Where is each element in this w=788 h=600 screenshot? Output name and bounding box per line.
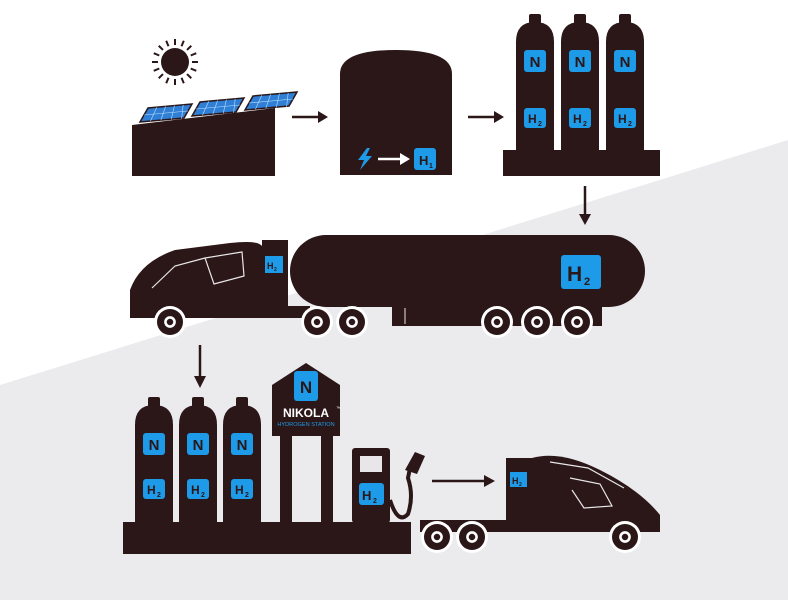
- nikola-logo-badge: [187, 433, 209, 455]
- fuel-dispenser-icon: H 2: [352, 448, 425, 523]
- arrow-icon: [292, 111, 328, 123]
- h-letter: H: [618, 112, 627, 126]
- h-subscript: 2: [373, 498, 377, 505]
- h2-badge: [143, 479, 165, 499]
- sun-ray: [158, 45, 164, 51]
- h-subscript: 2: [157, 492, 161, 499]
- sun-ray: [186, 73, 192, 79]
- h1-badge: [414, 148, 436, 170]
- station-subtitle: HYDROGEN STATION: [277, 422, 334, 428]
- solar-panel-icon: [132, 91, 299, 176]
- nikola-logo-badge: [294, 371, 318, 401]
- lightning-icon: [358, 148, 372, 170]
- nikola-logo-badge: [524, 50, 546, 72]
- sun-ray: [180, 77, 185, 84]
- h2-badge-semi: [510, 472, 527, 487]
- h-subscript: 2: [628, 121, 632, 128]
- sun-icon: [152, 39, 198, 85]
- arrow-icon: [579, 186, 591, 225]
- h-letter: H: [267, 261, 274, 271]
- sun-ray: [153, 67, 160, 72]
- h-letter: H: [362, 488, 371, 503]
- solar-panel: [138, 103, 194, 134]
- station-sign: N NIKOLA ™ HYDROGEN STATION: [272, 363, 341, 522]
- h-letter: H: [567, 263, 582, 286]
- semi-truck-icon: H 2: [420, 455, 660, 553]
- nikola-logo-letter: N: [149, 437, 160, 454]
- h2-badge: [231, 479, 253, 499]
- h-subscript: 2: [583, 121, 587, 128]
- nikola-logo-letter: N: [300, 378, 312, 397]
- h-letter: H: [528, 112, 537, 126]
- sun-ray: [180, 40, 185, 47]
- h-subscript: 2: [274, 267, 277, 273]
- h2-badge-cab: [265, 256, 283, 273]
- h-subscript: 2: [201, 492, 205, 499]
- h2-badge: [187, 479, 209, 499]
- h-subscript: 2: [245, 492, 249, 499]
- wheel: [336, 306, 368, 338]
- station-brand: NIKOLA: [283, 406, 329, 420]
- h-letter: H: [235, 483, 244, 497]
- h-subscript: 2: [519, 482, 522, 488]
- sun-ray: [165, 40, 170, 47]
- sun-ray: [186, 45, 192, 51]
- nikola-logo-badge: [231, 433, 253, 455]
- nikola-logo-letter: N: [530, 54, 541, 71]
- h-letter: H: [147, 483, 156, 497]
- h-subscript: 2: [584, 276, 590, 288]
- h-letter: H: [191, 483, 200, 497]
- h-letter: H: [512, 476, 519, 486]
- arrow-icon: [468, 111, 504, 123]
- arrow-icon: [194, 345, 206, 388]
- sun-ray: [190, 52, 197, 57]
- station-trademark: ™: [336, 406, 341, 412]
- sun-ray: [165, 77, 170, 84]
- nikola-logo-badge: [143, 433, 165, 455]
- h2-badge-tanker: [561, 255, 601, 289]
- nikola-logo-letter: N: [193, 437, 204, 454]
- wheel: [154, 306, 186, 338]
- nikola-logo-badge: [569, 50, 591, 72]
- h-subscript: 2: [538, 121, 542, 128]
- nikola-logo-letter: N: [237, 437, 248, 454]
- fuel-nozzle-icon: [388, 467, 413, 520]
- wheel: [561, 306, 593, 338]
- solar-panel: [243, 91, 299, 122]
- nikola-logo-letter: N: [620, 54, 631, 71]
- wheel: [421, 521, 453, 553]
- wheel: [481, 306, 513, 338]
- nikola-logo-badge: [614, 50, 636, 72]
- wheel: [456, 521, 488, 553]
- h2-badge: [524, 108, 546, 128]
- tanker-truck-icon: H 2 H 2: [130, 235, 645, 338]
- arrow-icon: [432, 475, 495, 487]
- h1-subscript: 1: [429, 163, 433, 170]
- h1-letter: H: [419, 153, 428, 168]
- nikola-logo-letter: N: [575, 54, 586, 71]
- wheel: [521, 306, 553, 338]
- sun-ray: [190, 67, 197, 72]
- solar-panel: [190, 97, 246, 128]
- wheel: [301, 306, 333, 338]
- sun-ray: [158, 73, 164, 79]
- h2-badge: [569, 108, 591, 128]
- electrolyzer-tank-icon: H 1: [340, 50, 452, 175]
- h-letter: H: [573, 112, 582, 126]
- sun-ray: [153, 52, 160, 57]
- h2-badge: [614, 108, 636, 128]
- wheel: [609, 521, 641, 553]
- h2-badge-dispenser: [359, 483, 384, 505]
